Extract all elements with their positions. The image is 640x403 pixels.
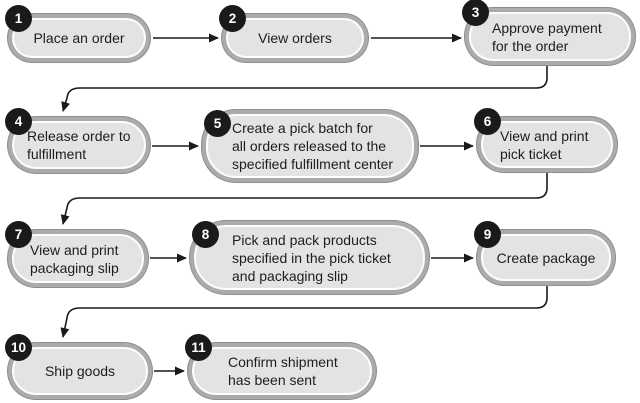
step-number-badge: 1: [5, 5, 32, 32]
flow-node-2: 2 View orders: [219, 5, 368, 62]
flow-node-label: Place an order: [33, 30, 125, 46]
flow-node-label: View orders: [258, 30, 332, 46]
step-number-badge: 2: [219, 5, 246, 32]
flow-node-label: Confirm shipment has been sent: [228, 354, 338, 388]
flow-node-5: 5 Create a pick batch for all orders rel…: [202, 110, 418, 182]
flow-node-label: Create a pick batch for all orders relea…: [232, 120, 394, 172]
flow-node-6: 6 View and print pick ticket: [474, 108, 617, 172]
step-number-badge: 3: [462, 0, 489, 26]
arrow-3-4: [61, 65, 548, 112]
flow-node-label: Approve payment for the order: [492, 19, 602, 54]
flow-node-label: View and print pick ticket: [500, 127, 589, 162]
flow-node-label: View and print packaging slip: [30, 241, 119, 276]
flow-node-label: Ship goods: [44, 363, 116, 379]
step-number-badge: 6: [474, 108, 501, 135]
step-number-badge: 8: [192, 221, 219, 248]
step-number-badge: 7: [5, 221, 32, 248]
step-number-badge: 9: [474, 221, 501, 248]
step-number-badge: 4: [5, 108, 32, 135]
step-number-badge: 5: [204, 110, 231, 137]
flow-node-label: Create package: [496, 249, 596, 266]
flow-node-7: 7 View and print packaging slip: [5, 221, 148, 287]
flow-node-8: 8 Pick and pack products specified in th…: [190, 221, 429, 294]
flow-node-label: Pick and pack products specified in the …: [232, 231, 391, 284]
flow-node-4: 4 Release order to fulfillment: [5, 108, 150, 173]
flow-node-1: 1 Place an order: [5, 5, 150, 62]
step-number-badge: 11: [185, 334, 212, 361]
flow-node-9: 9 Create package: [474, 221, 615, 285]
flow-node-3: 3 Approve payment for the order: [462, 0, 635, 65]
flow-node-label: Release order to fulfillment: [27, 128, 131, 162]
flow-node-10: 10 Ship goods: [5, 334, 152, 399]
step-number-badge: 10: [5, 334, 32, 361]
flow-node-11: 11 Confirm shipment has been sent: [185, 334, 376, 399]
